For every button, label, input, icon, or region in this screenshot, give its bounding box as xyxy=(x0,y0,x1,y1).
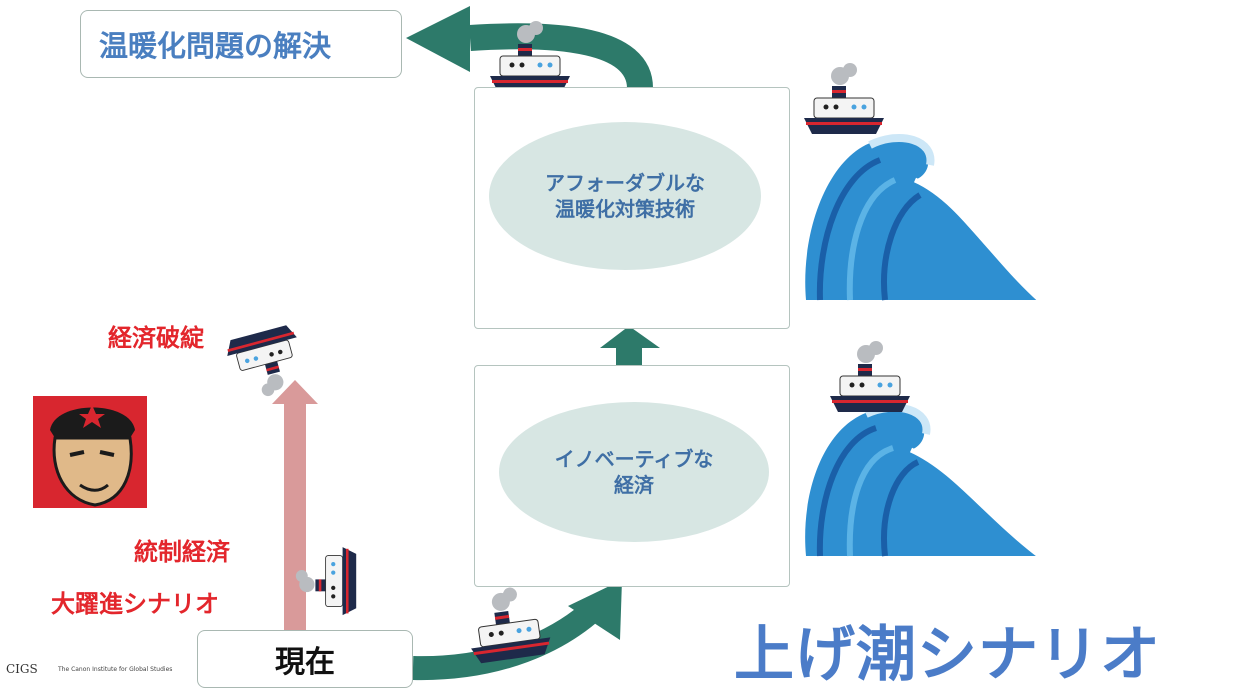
stage-ellipse-economy: イノベーティブな 経済 xyxy=(499,402,769,542)
arrow-stage-up xyxy=(600,326,660,368)
stage-technology-line1: アフォーダブルな xyxy=(545,171,705,195)
arrow-to-goal xyxy=(406,6,653,90)
goal-label: 温暖化問題の解決 xyxy=(99,29,332,63)
portrait-icon xyxy=(33,396,147,508)
cigs-logo: CIGS xyxy=(6,662,38,676)
current-label: 現在 xyxy=(275,645,335,680)
stage-box-economy: イノベーティブな 経済 xyxy=(474,365,790,587)
scenario-title: 上げ潮シナリオ xyxy=(734,620,1161,690)
ship-icon xyxy=(803,62,885,135)
stage-economy-line1: イノベーティブな xyxy=(554,447,714,471)
ship-icon xyxy=(829,340,911,413)
stage-box-technology: アフォーダブルな 温暖化対策技術 xyxy=(474,87,790,329)
goal-box: 温暖化問題の解決 xyxy=(80,10,402,78)
stage-technology-line2: 温暖化対策技術 xyxy=(555,197,695,221)
arrow-pink-up xyxy=(272,380,318,630)
crash-label: 経済破綻 xyxy=(108,324,204,352)
great-leap-label: 大躍進シナリオ xyxy=(51,590,219,618)
cigs-subtitle: The Canon Institute for Global Studies xyxy=(58,666,173,673)
ship-icon xyxy=(462,582,554,665)
wave-icon xyxy=(805,133,1042,302)
wave-icon xyxy=(805,403,1042,558)
stage-economy-line2: 経済 xyxy=(614,473,654,497)
stage-ellipse-technology: アフォーダブルな 温暖化対策技術 xyxy=(489,122,761,270)
controlled-economy-label: 統制経済 xyxy=(134,538,230,566)
current-box: 現在 xyxy=(197,630,413,688)
